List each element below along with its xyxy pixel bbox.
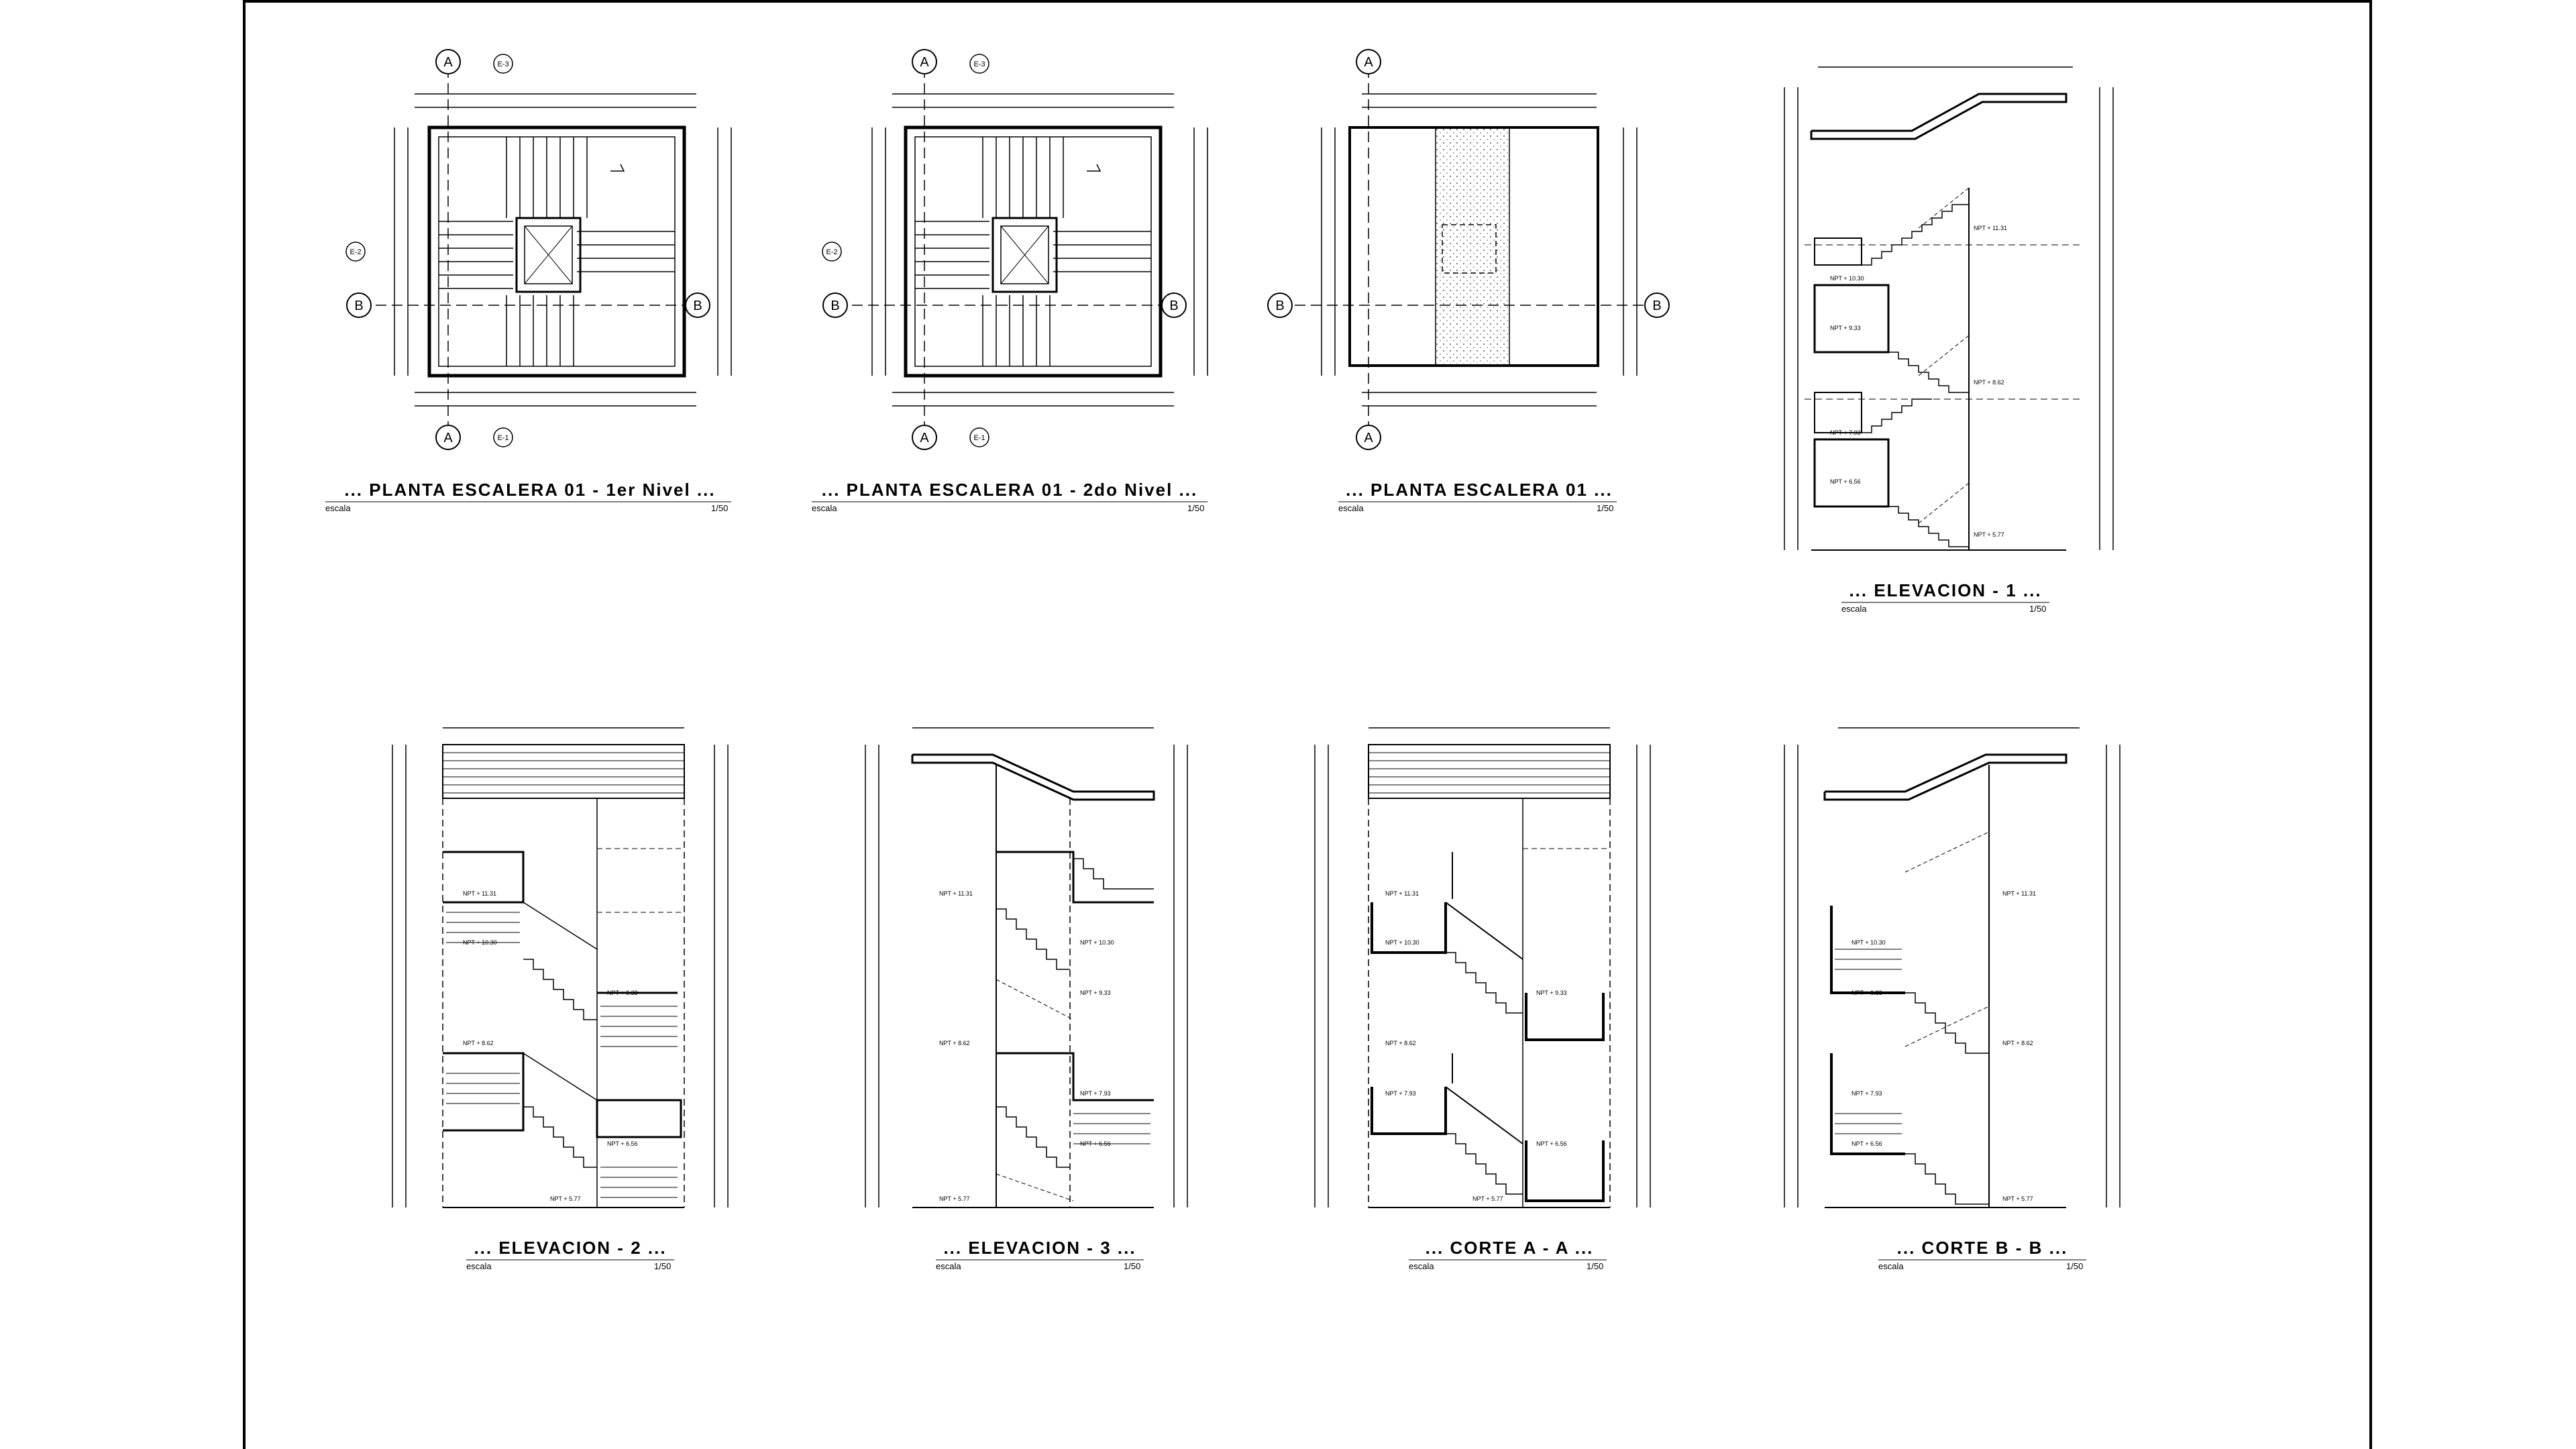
elevacion-2-levels: NPT + 11.31 NPT + 10.30 NPT + 9.33 NPT +… bbox=[463, 890, 638, 1202]
svg-text:NPT + 10.30: NPT + 10.30 bbox=[1830, 275, 1864, 282]
svg-text:NPT + 8.62: NPT + 8.62 bbox=[463, 1040, 494, 1046]
svg-text:A: A bbox=[443, 55, 453, 70]
plan-2do-nivel bbox=[852, 67, 1208, 429]
svg-text:NPT + 7.93: NPT + 7.93 bbox=[1830, 429, 1861, 436]
svg-text:NPT + 6.56: NPT + 6.56 bbox=[1830, 478, 1861, 485]
corte-a-a-drawing bbox=[1314, 727, 1651, 1208]
svg-text:E-1: E-1 bbox=[497, 434, 508, 442]
svg-text:NPT + 10.30: NPT + 10.30 bbox=[463, 939, 497, 946]
svg-text:NPT + 6.56: NPT + 6.56 bbox=[1536, 1140, 1567, 1147]
corte-b-b-drawing bbox=[1784, 727, 2121, 1208]
svg-text:B: B bbox=[830, 299, 839, 313]
elevacion-3-drawing bbox=[865, 727, 1188, 1208]
svg-text:NPT + 7.93: NPT + 7.93 bbox=[1385, 1090, 1416, 1097]
svg-text:E-2: E-2 bbox=[350, 248, 361, 256]
elev-1-title: ... ELEVACION - 1 ... bbox=[1849, 580, 2042, 600]
svg-text:NPT + 5.77: NPT + 5.77 bbox=[1472, 1195, 1503, 1202]
svg-text:NPT + 11.31: NPT + 11.31 bbox=[2002, 890, 2036, 897]
svg-text:NPT + 6.56: NPT + 6.56 bbox=[607, 1140, 638, 1147]
elev-2-scale-label: escala bbox=[466, 1261, 492, 1271]
svg-text:B: B bbox=[354, 299, 363, 313]
svg-text:NPT + 8.62: NPT + 8.62 bbox=[2002, 1040, 2033, 1046]
corte-b-title: ... CORTE B - B ... bbox=[1896, 1238, 2068, 1258]
svg-text:A: A bbox=[920, 431, 929, 445]
svg-text:NPT + 9.33: NPT + 9.33 bbox=[1080, 989, 1111, 996]
plan-3-title: ... PLANTA ESCALERA 01 ... bbox=[1346, 480, 1613, 500]
plan-2-scale-label: escala bbox=[812, 503, 837, 513]
plan-2-title: ... PLANTA ESCALERA 01 - 2do Nivel ... bbox=[821, 480, 1198, 500]
corte-b-scale: 1/50 bbox=[2066, 1261, 2084, 1271]
svg-text:NPT + 8.62: NPT + 8.62 bbox=[1385, 1040, 1416, 1046]
sheet-border bbox=[243, 0, 2372, 1449]
svg-text:NPT + 9.33: NPT + 9.33 bbox=[1830, 325, 1861, 331]
svg-text:NPT + 9.33: NPT + 9.33 bbox=[1851, 989, 1882, 996]
plan-2-scale: 1/50 bbox=[1187, 503, 1205, 513]
svg-text:NPT + 5.77: NPT + 5.77 bbox=[550, 1195, 581, 1202]
plan-3-scale-label: escala bbox=[1338, 503, 1364, 513]
svg-text:A: A bbox=[1364, 431, 1373, 445]
corte-a-a-levels: NPT + 11.31 NPT + 10.30 NPT + 9.33 NPT +… bbox=[1385, 890, 1567, 1202]
svg-text:A: A bbox=[920, 55, 929, 70]
elev-2-title: ... ELEVACION - 2 ... bbox=[474, 1238, 667, 1258]
corte-a-title: ... CORTE A - A ... bbox=[1425, 1238, 1594, 1258]
svg-text:A: A bbox=[1364, 55, 1373, 70]
elev-3-title: ... ELEVACION - 3 ... bbox=[943, 1238, 1136, 1258]
svg-text:NPT + 10.30: NPT + 10.30 bbox=[1385, 939, 1419, 946]
svg-text:NPT + 9.33: NPT + 9.33 bbox=[607, 989, 638, 996]
svg-text:NPT + 5.77: NPT + 5.77 bbox=[939, 1195, 970, 1202]
elev-3-scale-label: escala bbox=[936, 1261, 961, 1271]
svg-text:NPT + 6.56: NPT + 6.56 bbox=[1080, 1140, 1111, 1147]
elev-1-scale-label: escala bbox=[1841, 604, 1867, 614]
plan-2-markers: A A B B E-3 E-1 E-2 bbox=[822, 49, 1187, 450]
elev-3-scale: 1/50 bbox=[1124, 1261, 1141, 1271]
svg-text:E-3: E-3 bbox=[973, 60, 985, 68]
plan-1-markers: A A B B E-3 E-1 E-2 bbox=[345, 49, 710, 450]
svg-text:NPT + 11.31: NPT + 11.31 bbox=[1385, 890, 1419, 897]
svg-text:NPT + 11.31: NPT + 11.31 bbox=[939, 890, 973, 897]
svg-text:E-2: E-2 bbox=[826, 248, 837, 256]
svg-text:NPT + 7.93: NPT + 7.93 bbox=[1851, 1090, 1882, 1097]
svg-text:E-3: E-3 bbox=[497, 60, 508, 68]
svg-text:B: B bbox=[1652, 299, 1661, 313]
elevacion-1-levels: NPT + 11.31 NPT + 10.30 NPT + 9.33 NPT +… bbox=[1830, 225, 2007, 538]
elevacion-2-drawing bbox=[392, 727, 729, 1208]
svg-text:A: A bbox=[443, 431, 453, 445]
svg-text:NPT + 7.93: NPT + 7.93 bbox=[1080, 1090, 1111, 1097]
svg-text:B: B bbox=[1275, 299, 1284, 313]
elevacion-3-levels: NPT + 11.31 NPT + 10.30 NPT + 9.33 NPT +… bbox=[939, 890, 1114, 1202]
svg-text:NPT + 5.77: NPT + 5.77 bbox=[1974, 531, 2004, 538]
plan-1er-nivel bbox=[376, 67, 732, 429]
title-underlines bbox=[325, 501, 2086, 1260]
elev-1-scale: 1/50 bbox=[2029, 604, 2047, 614]
svg-text:E-1: E-1 bbox=[973, 434, 985, 442]
svg-text:NPT + 11.31: NPT + 11.31 bbox=[1974, 225, 2007, 231]
svg-text:NPT + 10.30: NPT + 10.30 bbox=[1851, 939, 1886, 946]
elev-2-scale: 1/50 bbox=[654, 1261, 672, 1271]
svg-text:NPT + 10.30: NPT + 10.30 bbox=[1080, 939, 1114, 946]
plan-3-markers: A A B B bbox=[1267, 49, 1670, 450]
svg-text:B: B bbox=[693, 299, 702, 313]
plan-1-scale: 1/50 bbox=[711, 503, 729, 513]
plan-1-scale-label: escala bbox=[325, 503, 351, 513]
svg-text:NPT + 6.56: NPT + 6.56 bbox=[1851, 1140, 1882, 1147]
svg-text:NPT + 8.62: NPT + 8.62 bbox=[939, 1040, 970, 1046]
svg-text:NPT + 5.77: NPT + 5.77 bbox=[2002, 1195, 2033, 1202]
plan-1-title: ... PLANTA ESCALERA 01 - 1er Nivel ... bbox=[344, 480, 716, 500]
corte-b-scale-label: escala bbox=[1878, 1261, 1904, 1271]
plan-escalera bbox=[1295, 67, 1650, 429]
svg-text:NPT + 11.31: NPT + 11.31 bbox=[463, 890, 496, 897]
svg-text:B: B bbox=[1169, 299, 1178, 313]
corte-a-scale: 1/50 bbox=[1587, 1261, 1604, 1271]
svg-text:NPT + 8.62: NPT + 8.62 bbox=[1974, 379, 2004, 386]
plan-3-scale: 1/50 bbox=[1597, 503, 1614, 513]
corte-b-b-levels: NPT + 11.31 NPT + 10.30 NPT + 9.33 NPT +… bbox=[1851, 890, 2036, 1202]
corte-a-scale-label: escala bbox=[1409, 1261, 1434, 1271]
svg-text:NPT + 9.33: NPT + 9.33 bbox=[1536, 989, 1567, 996]
elevacion-1-drawing bbox=[1784, 66, 2114, 551]
